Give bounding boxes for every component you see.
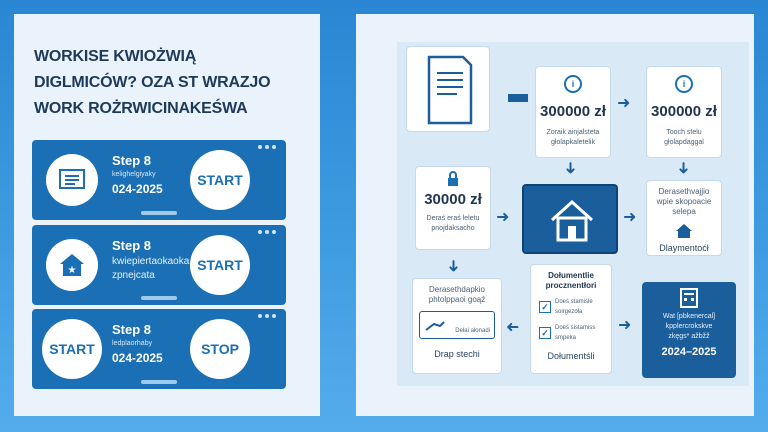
result-text: Wat [pbkenercal] kpplercrokskve zkęgs* a…: [662, 313, 716, 340]
hand-key-icon: [425, 321, 445, 331]
document-icon: [46, 154, 98, 206]
amount-2-sub: Tooch stelu głolapdaggal: [664, 129, 704, 146]
small-house-icon: [647, 223, 721, 239]
doc-item-2-text: Doeś sistamiss smpeka: [555, 325, 596, 341]
step-1-year: 024-2025: [112, 182, 163, 196]
step-card-2[interactable]: ★ Step 8 kwiepiertaokaoka zpnejcata STAR…: [32, 225, 286, 305]
amount-1-sub: Zoraik ainjalsteta głolapkaletelik: [546, 129, 600, 146]
more-dots-icon[interactable]: [258, 145, 276, 149]
arrow-left-icon: ➜: [506, 318, 520, 335]
transfer-label: Drap stechi: [434, 349, 480, 359]
step-1-sub: kelighelgiyaky: [112, 171, 156, 178]
transfer-card: Dełai ałonadi: [419, 311, 495, 339]
amount-node-1: i 300000 zł Zoraik ainjalsteta głolapkal…: [535, 66, 611, 158]
more-dots-icon[interactable]: [258, 314, 276, 318]
amount-3-sub: Deraś eraś leletu pnojdaksacho: [426, 215, 480, 232]
payment-node: Derasethvajjio wpie skopoacie selepa Dla…: [646, 180, 722, 256]
step-2-slider[interactable]: [141, 296, 177, 300]
checkbox-icon: ✓: [539, 327, 551, 339]
step-3-title: Step 8: [112, 322, 152, 337]
step-3-year: 024-2025: [112, 351, 163, 365]
step-2-sub2: zpnejcata: [112, 270, 155, 281]
house-star-icon: ★: [46, 239, 98, 291]
amount-1: 300000 zł: [540, 103, 606, 120]
amount-2: 300000 zł: [651, 103, 717, 120]
step-2-sub: kwiepiertaokaoka: [112, 256, 190, 267]
start-label: START: [197, 257, 243, 273]
page-title: WORKISE KWIOŻWIĄ DIGLMICÓW? OZA ST WRAZJ…: [34, 44, 314, 122]
arrow-right-icon: ➜: [617, 95, 631, 112]
amount-node-3: 30000 zł Deraś eraś leletu pnojdaksacho: [415, 166, 491, 250]
result-year: 2024–2025: [661, 346, 717, 358]
documents-label: Dołumentśli: [547, 351, 595, 361]
payment-title: Derasethvajjio wpie skopoacie selepa: [656, 187, 712, 216]
arrow-down-icon: ➜: [674, 161, 692, 175]
step-1-title: Step 8: [112, 153, 152, 168]
document-item-2: ✓ Doeś sistamiss smpeka: [539, 323, 611, 343]
step-3-stop-button[interactable]: STOP: [190, 319, 250, 379]
arrow-right-icon: [508, 94, 528, 102]
arrow-down-icon: ➜: [444, 259, 462, 273]
step-1-texts: Step 8 kelighelgiyaky 024-2025: [112, 152, 163, 198]
title-line-2: DIGLMICÓW? OZA ST WRAZJO: [34, 74, 271, 91]
stop-label: STOP: [201, 341, 239, 357]
step-3-texts: Step 8 ledplaorhaby 024-2025: [112, 321, 163, 367]
step-3-slider[interactable]: [141, 380, 177, 384]
step-card-1[interactable]: Step 8 kelighelgiyaky 024-2025 START: [32, 140, 286, 220]
amount-3: 30000 zł: [424, 191, 482, 208]
payment-label: Dlaymentoćł: [659, 243, 709, 253]
title-line-3: WORK ROŻRWICINAKEŚWA: [34, 100, 248, 117]
house-icon: [550, 199, 594, 242]
info-icon: i: [675, 75, 693, 93]
info-icon: i: [564, 75, 582, 93]
doc-item-1-text: Doeś stamiśle soirgezoła: [555, 299, 593, 315]
step-card-3[interactable]: START Step 8 ledplaorhaby 024-2025 STOP: [32, 309, 286, 389]
more-dots-icon[interactable]: [258, 230, 276, 234]
step-3-start-button[interactable]: START: [42, 319, 102, 379]
result-node: Wat [pbkenercal] kpplercrokskve zkęgs* a…: [642, 282, 736, 378]
step-2-start-button[interactable]: START: [190, 235, 250, 295]
arrow-down-icon: ➜: [561, 161, 579, 175]
document-icon: [427, 55, 473, 125]
transfer-title: Derasethdapkio phtolppaoi goąź: [428, 285, 486, 304]
arrow-right-icon: ➜: [618, 317, 632, 334]
svg-text:★: ★: [68, 265, 77, 276]
step-1-slider[interactable]: [141, 211, 177, 215]
arrow-right-icon: ➜: [623, 209, 637, 226]
document-node: [406, 46, 490, 132]
step-1-start-button[interactable]: START: [190, 150, 250, 210]
amount-node-2: i 300000 zł Tooch stelu głolapdaggal: [646, 66, 722, 158]
transfer-node: Derasethdapkio phtolppaoi goąź Dełai ało…: [412, 278, 502, 374]
step-2-texts: Step 8 kwiepiertaokaoka zpnejcata: [112, 237, 189, 283]
house-node: [522, 184, 618, 254]
lock-icon: [416, 171, 490, 187]
arrow-right-icon: ➜: [496, 209, 510, 226]
transfer-pill: Dełai ałonadi: [455, 328, 490, 334]
title-line-1: WORKISE KWIOŻWIĄ: [34, 48, 197, 65]
start-label: START: [197, 172, 243, 188]
checkbox-icon: ✓: [539, 301, 551, 313]
step-3-sub: ledplaorhaby: [112, 340, 153, 347]
calculator-icon: [642, 288, 736, 308]
documents-node: Dołumentlie procznentłori ✓ Doeś stamiśl…: [530, 264, 612, 374]
documents-title: Dołumentlie procznentłori: [545, 271, 597, 290]
document-item-1: ✓ Doeś stamiśle soirgezoła: [539, 297, 611, 317]
step-2-title: Step 8: [112, 238, 152, 253]
start-label: START: [49, 341, 95, 357]
